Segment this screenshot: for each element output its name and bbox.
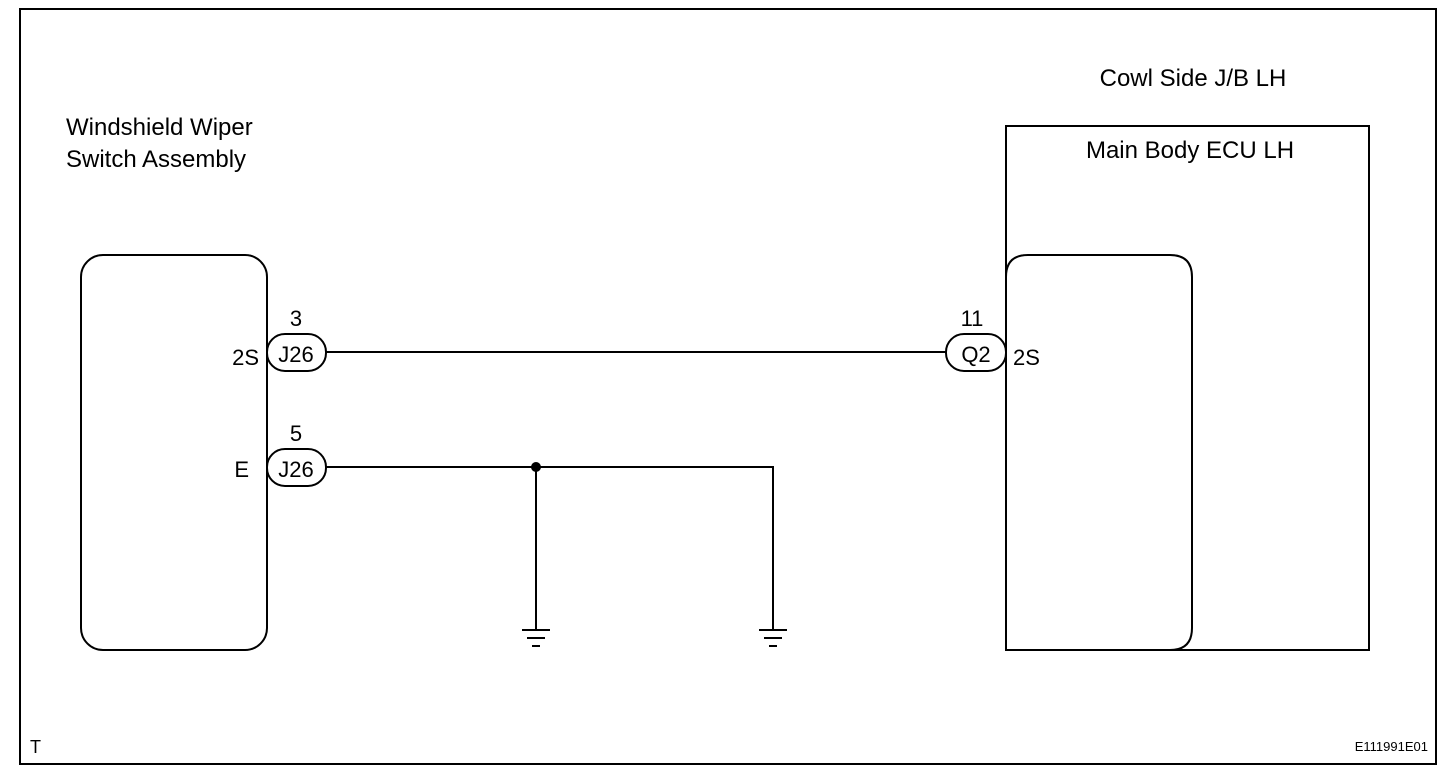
connector-label: J26	[278, 457, 313, 482]
corner-mark: T	[30, 737, 41, 757]
ground-symbol-1	[522, 629, 550, 647]
junction-block-title: Cowl Side J/B LH	[1100, 65, 1287, 92]
ground-symbol-2	[759, 629, 787, 647]
figure-code: E111991E01	[1355, 739, 1428, 754]
pin-number: 5	[290, 421, 302, 446]
connector-oval	[266, 448, 327, 487]
connector-j26-pin-5: J26 5 E	[234, 421, 327, 487]
diagram-frame	[19, 8, 1437, 765]
terminal-name: E	[234, 457, 249, 482]
ecu-title: Main Body ECU LH	[1086, 137, 1294, 164]
pin-number: 11	[961, 306, 984, 331]
pin-number: 3	[290, 306, 302, 331]
connector-j26-pin-3: J26 3 2S	[232, 306, 327, 372]
wire-e	[326, 466, 774, 630]
connector-label: J26	[278, 342, 313, 367]
terminal-name: 2S	[232, 345, 259, 370]
terminal-name: 2S	[1013, 345, 1040, 370]
wiper-switch-assembly-box	[80, 254, 268, 651]
connector-label: Q2	[961, 342, 990, 367]
left-component-title-line1: Windshield Wiper	[66, 114, 253, 141]
connector-oval	[266, 333, 327, 372]
splice-point	[531, 462, 541, 472]
left-component-title-line2: Switch Assembly	[66, 146, 246, 173]
ecu-box	[1005, 254, 1193, 651]
connector-oval	[945, 333, 1007, 372]
connector-q2-pin-11: Q2 11 2S	[945, 306, 1040, 372]
